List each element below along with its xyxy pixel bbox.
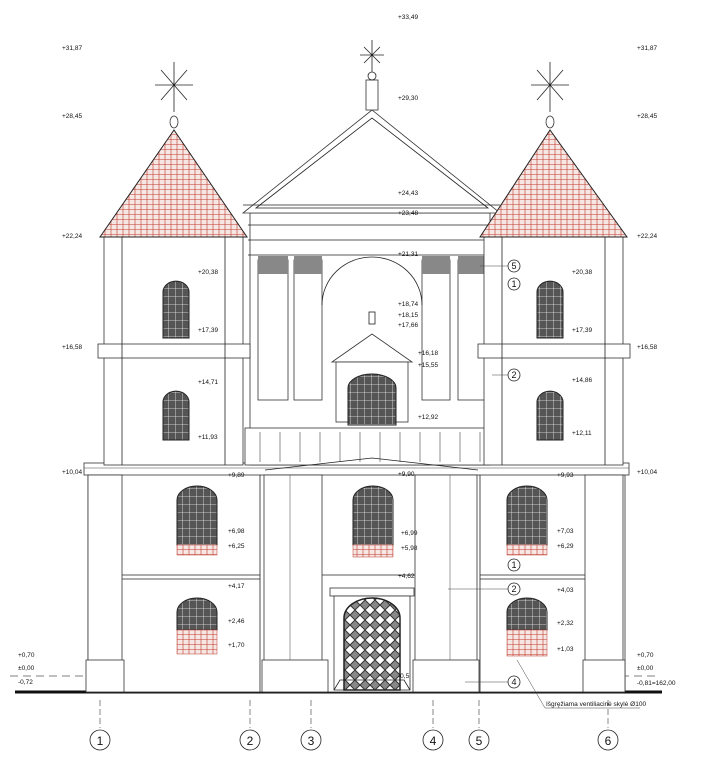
callout-label: 2 [511, 370, 516, 380]
callout-label: 2 [511, 584, 516, 594]
grid-axes [99, 700, 609, 728]
elevation-labels-left: +31,87 +28,45 +22,24 +16,58 +10,04 +0,70… [18, 45, 82, 686]
center-window-panel [352, 544, 394, 558]
elevation-label: +17,39 [198, 327, 218, 334]
elevation-label: -0,81=162,00 [637, 680, 676, 687]
elevation-label: +16,18 [418, 350, 438, 357]
elevation-label: +9,93 [557, 472, 574, 479]
callout-label: 5 [511, 261, 516, 271]
elevation-label: +22,24 [62, 233, 82, 240]
material-callouts: 5 1 2 1 2 4 [448, 259, 521, 689]
elevation-label: +17,66 [398, 322, 418, 329]
axis-label: 1 [97, 734, 104, 748]
elevation-label: +0,70 [18, 652, 35, 659]
elevation-label: +33,49 [398, 14, 418, 21]
axis-label: 2 [247, 734, 254, 748]
elevation-label: +4,17 [228, 583, 245, 590]
elevation-label: +5,98 [401, 545, 418, 552]
elevation-labels-center: +33,49 +29,30 +24,43 +23,48 +21,31 +18,7… [398, 14, 438, 680]
elevation-label: +12,92 [418, 414, 438, 421]
elevation-label: +29,30 [398, 95, 418, 102]
elevation-label: +31,87 [62, 45, 82, 52]
elevation-label: +7,03 [557, 528, 574, 535]
elevation-label: ±0,00 [637, 665, 654, 672]
central-section [241, 40, 502, 691]
elevation-label: +6,25 [228, 543, 245, 550]
axis-markers: 1 2 3 4 5 6 [89, 729, 619, 751]
elevation-labels-left-tower: +20,38 +17,39 +14,71 +11,93 +9,89 +6,98 … [198, 269, 245, 649]
elevation-label: +22,24 [637, 233, 657, 240]
elevation-label: +28,45 [637, 113, 657, 120]
elevation-label: +17,39 [572, 327, 592, 334]
axis-label: 4 [430, 734, 437, 748]
elevation-label: +14,71 [198, 379, 218, 386]
elevation-label: +6,99 [401, 530, 418, 537]
elevation-label: +20,38 [572, 269, 592, 276]
elevation-label: +0,70 [637, 652, 654, 659]
callout-label: 1 [511, 560, 516, 570]
left-tower [97, 62, 251, 655]
right-tower [477, 62, 631, 657]
elevation-label: +11,93 [198, 434, 218, 441]
elevation-label: +2,32 [557, 620, 574, 627]
elevation-label: +12,11 [572, 430, 592, 437]
elevation-labels-right: +31,87 +28,45 +22,24 +16,58 +10,04 +0,70… [637, 45, 676, 687]
elevation-label: +23,48 [398, 210, 418, 217]
elevation-label: +18,74 [398, 301, 418, 308]
elevation-label: +16,58 [62, 344, 82, 351]
elevation-label: +9,89 [228, 472, 245, 479]
elevation-label: +1,03 [557, 646, 574, 653]
elevation-label: +9,90 [398, 471, 415, 478]
elevation-label: +4,62 [398, 573, 415, 580]
elevation-label: +20,38 [198, 269, 218, 276]
axis-label: 3 [308, 734, 315, 748]
elevation-label: +1,70 [228, 642, 245, 649]
callout-label: 1 [511, 279, 516, 289]
elevation-label: -0,5 [398, 673, 410, 680]
elevation-label: +18,15 [398, 312, 418, 319]
elevation-label: +14,86 [572, 377, 592, 384]
elevation-labels-right-tower: +20,38 +17,39 +14,86 +12,11 +9,93 +7,03 … [557, 269, 592, 653]
center-window [352, 485, 394, 546]
elevation-label: +24,43 [398, 190, 418, 197]
elevation-label: +15,55 [418, 362, 438, 369]
elevation-label: +2,46 [228, 618, 245, 625]
elevation-label: -0,72 [18, 679, 33, 686]
elevation-label: +10,04 [62, 469, 82, 476]
elevation-label: ±0,00 [18, 665, 35, 672]
elevation-label: +4,03 [557, 587, 574, 594]
elevation-label: +6,98 [228, 528, 245, 535]
axis-label: 5 [476, 734, 483, 748]
elevation-label: +31,87 [637, 45, 657, 52]
axis-label: 6 [605, 734, 612, 748]
ventilation-note: Išgręžiama ventiliacinė skylė Ø100 [546, 701, 646, 708]
elevation-label: +16,58 [637, 344, 657, 351]
elevation-label: +10,04 [637, 469, 657, 476]
elevation-label: +28,45 [62, 113, 82, 120]
elevation-label: +21,31 [398, 251, 418, 258]
elevation-label: +6,29 [557, 543, 574, 550]
callout-label: 4 [511, 677, 516, 687]
